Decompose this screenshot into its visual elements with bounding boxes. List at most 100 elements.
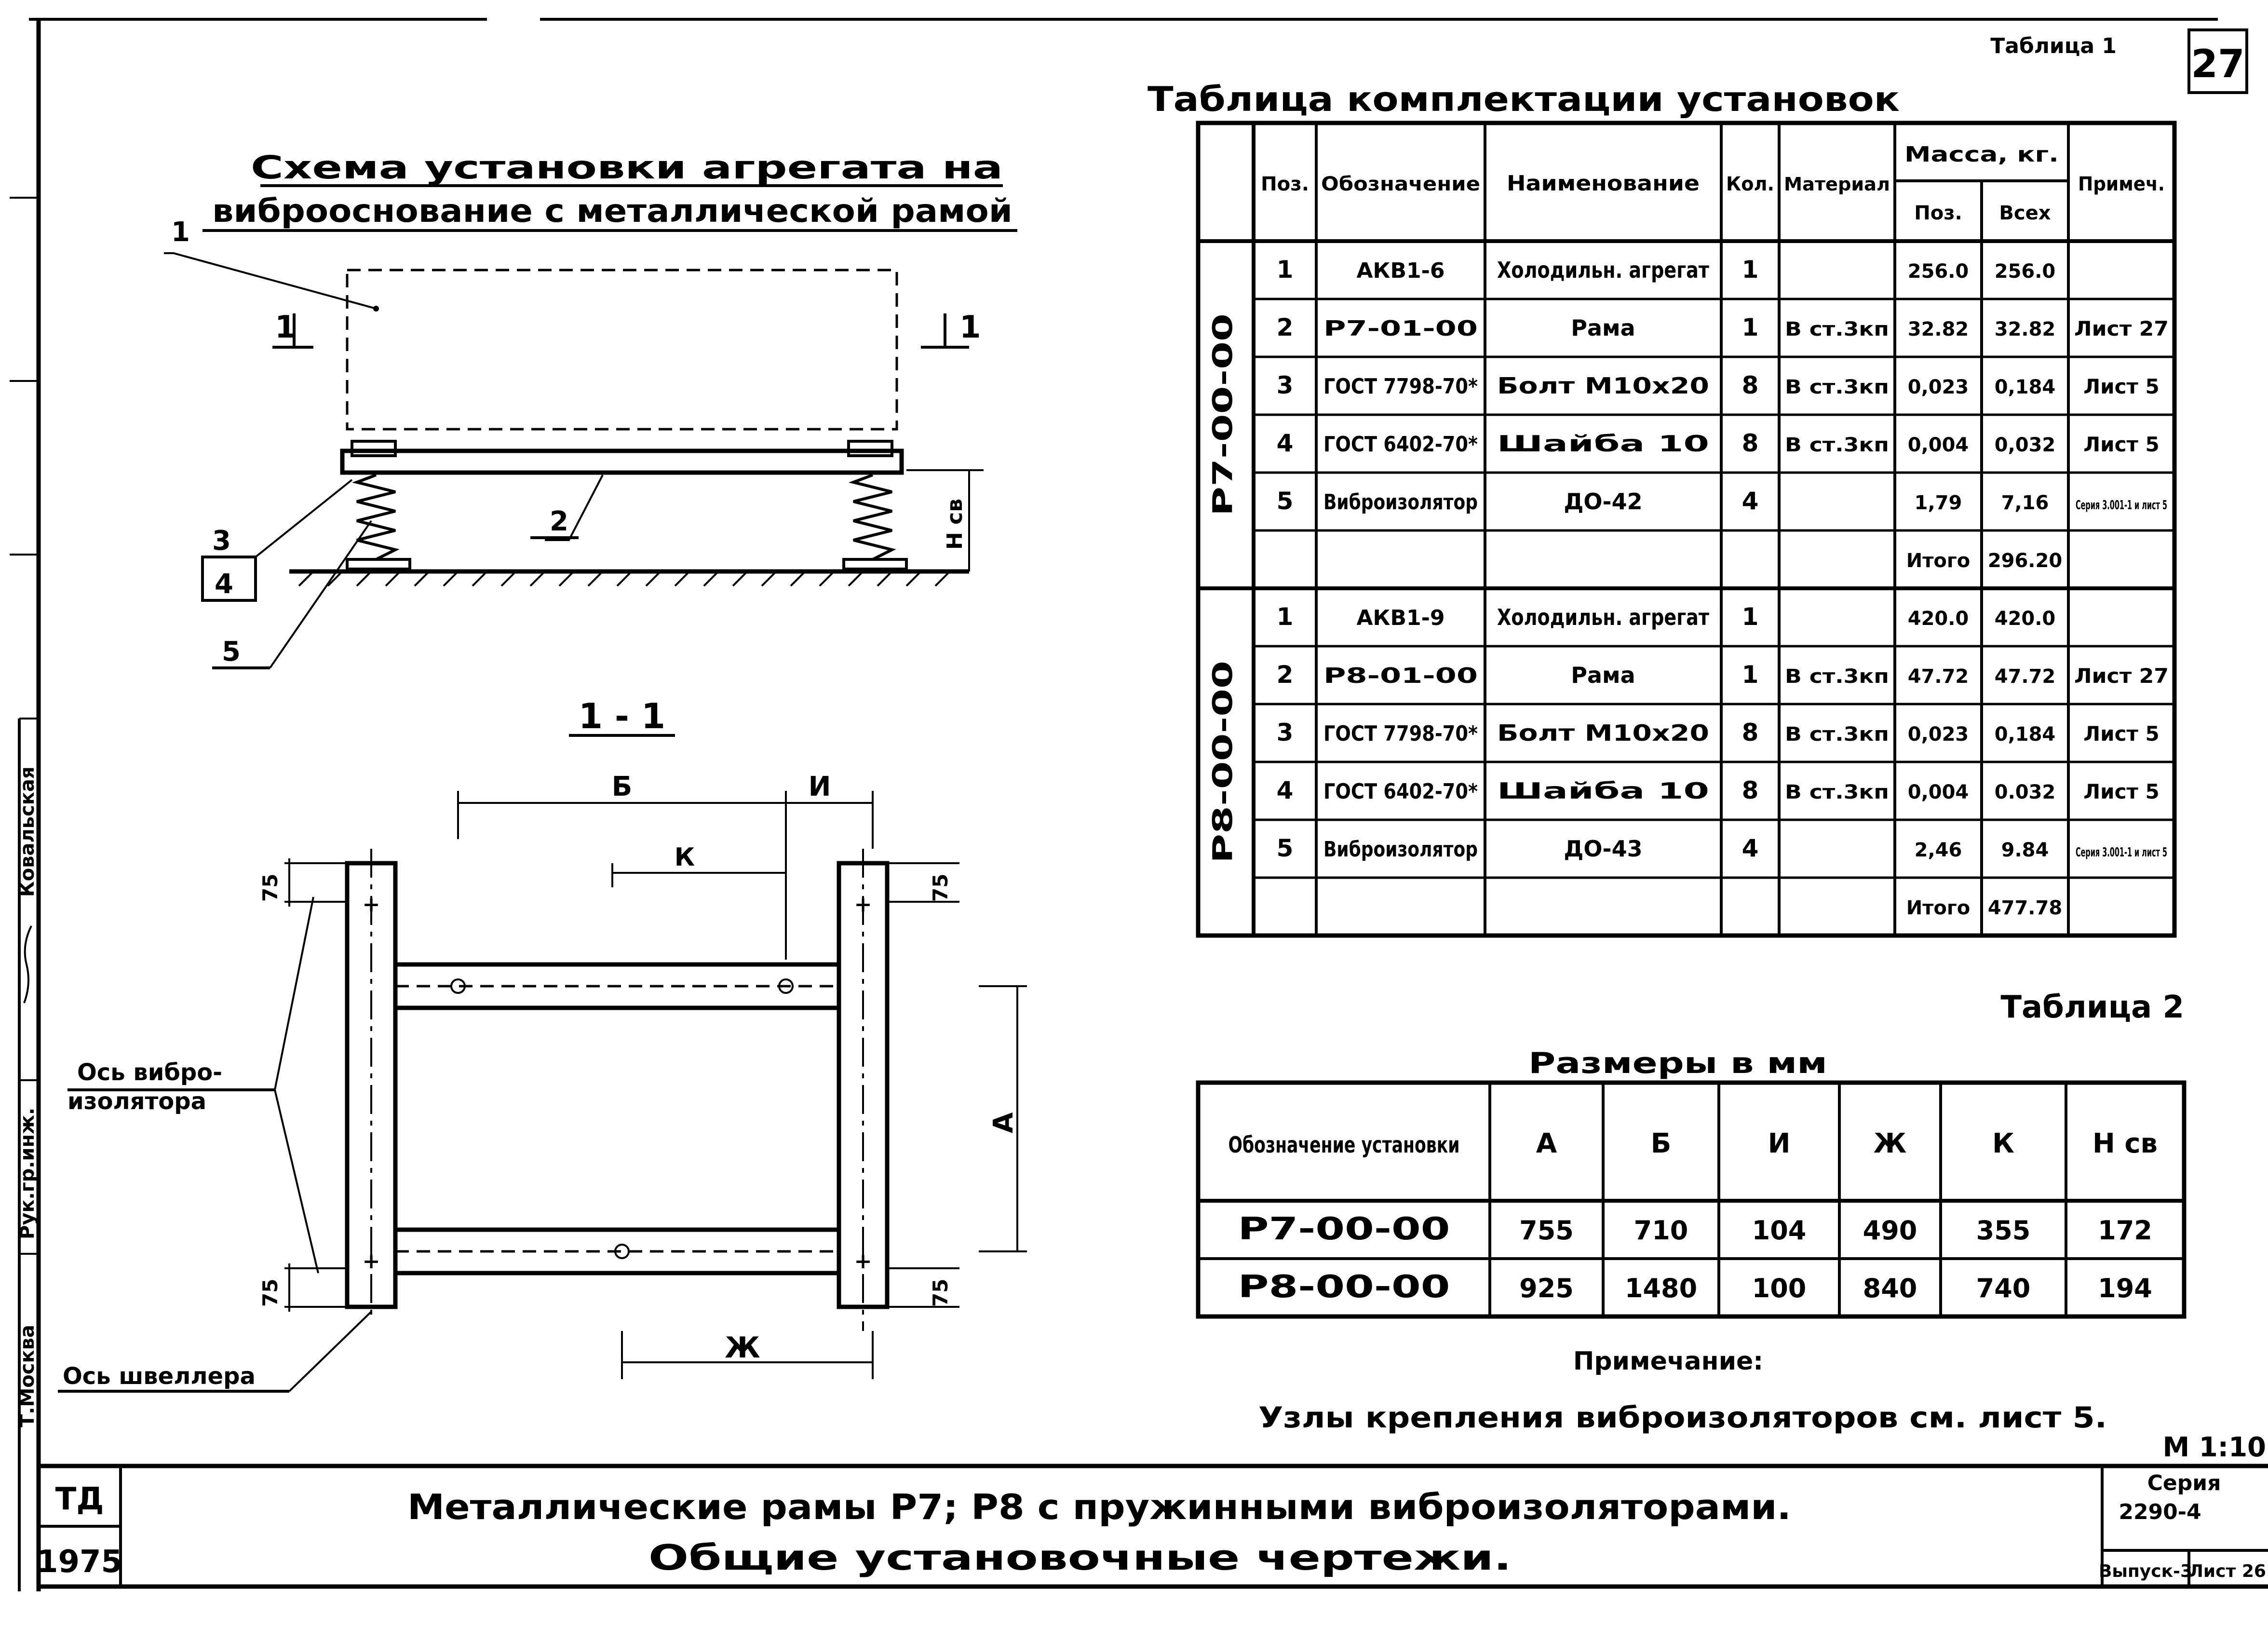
cell-material: В ст.3кп	[1785, 376, 1889, 398]
table1-title: Таблица комплектации установок	[1148, 80, 1900, 119]
table2-header-0: Обозначение установки	[1228, 1132, 1460, 1158]
cell-note: Лист 5	[2083, 722, 2159, 746]
cell-mass_pos: 256.0	[1908, 260, 1969, 283]
header-mass-pos: Поз.	[1914, 202, 1962, 224]
cell-pos: 5	[1277, 834, 1294, 862]
table2-cell: 100	[1752, 1273, 1807, 1303]
cell-qty: 4	[1742, 487, 1759, 515]
table2-cell: 710	[1634, 1215, 1688, 1246]
header-mass: Масса, кг.	[1904, 142, 2059, 167]
cell-pos: 5	[1277, 487, 1294, 515]
callout-1: 1	[171, 217, 190, 248]
table2-cell: Р7-00-00	[1238, 1211, 1450, 1247]
cell-mass_pos: 1,79	[1915, 492, 1962, 514]
table2-header-3: И	[1768, 1128, 1791, 1159]
cell-designation: ГОСТ 6402-70*	[1323, 432, 1478, 457]
table1-label: Таблица 1	[1990, 34, 2117, 58]
cell-qty: 8	[1742, 719, 1759, 746]
spring-right	[848, 474, 896, 561]
section-1-1: 1 - 1 Б И К + + + + 75 75	[58, 696, 1027, 1393]
cell-qty: 8	[1742, 429, 1759, 457]
cell-name: Рама	[1571, 315, 1635, 341]
cell-material: В ст.3кп	[1785, 318, 1889, 340]
svg-text:+: +	[854, 1249, 872, 1274]
table2-header-2: Б	[1651, 1128, 1672, 1159]
dim-75-bottom-right: 75	[929, 1279, 952, 1307]
cell-name: Шайба 10	[1497, 431, 1709, 457]
header-name: Наименование	[1507, 171, 1700, 196]
aggregate-outline	[346, 269, 898, 431]
table-2: Таблица 2 Размеры в мм Обозначение устан…	[1196, 990, 2187, 1319]
title-block-series-value: 2290-4	[2119, 1500, 2201, 1524]
cell-mass_pos: 2,46	[1915, 839, 1962, 861]
title-block-org: ТД	[55, 1481, 104, 1517]
note: Примечание: Узлы крепления виброизолятор…	[1258, 1347, 2107, 1435]
scale: М 1:10	[2162, 1432, 2266, 1463]
dim-a: А	[988, 1112, 1019, 1133]
dim-b: Б	[612, 771, 633, 802]
cell-qty: 1	[1742, 603, 1759, 631]
svg-text:+: +	[363, 892, 380, 917]
cell-designation: ГОСТ 7798-70*	[1323, 721, 1478, 746]
cell-mass_pos: Итого	[1906, 550, 1971, 572]
cell-qty: 4	[1742, 834, 1759, 862]
cell-qty: 8	[1742, 776, 1759, 804]
side-stamp-city: Т.Москва	[16, 1325, 39, 1427]
scheme-title-line2: виброоснование с металлической рамой	[212, 192, 1012, 230]
title-block-line2: Общие установочные чертежи.	[648, 1537, 1512, 1578]
cell-material: В ст.3кп	[1785, 723, 1889, 746]
cell-pos: 3	[1277, 371, 1294, 399]
table2-cell: Р8-00-00	[1238, 1269, 1450, 1305]
label-isolator-axis-line1: Ось вибро-	[77, 1059, 222, 1086]
cell-note: Серия 3.001-1 и лист 5	[2076, 498, 2167, 513]
section-title: 1 - 1	[579, 696, 665, 736]
dim-75-top-left: 75	[258, 874, 282, 902]
cell-pos: 2	[1277, 661, 1294, 689]
label-isolator-axis-line2: изолятора	[68, 1088, 206, 1115]
dim-zh: Ж	[725, 1331, 760, 1365]
cell-mass_pos: 0,023	[1908, 723, 1969, 746]
table2-header-6: H св	[2092, 1128, 2158, 1159]
title-block-year: 1975	[37, 1544, 122, 1580]
cell-material: В ст.3кп	[1785, 434, 1889, 456]
cell-qty: 8	[1742, 371, 1759, 399]
cell-material: В ст.3кп	[1785, 781, 1889, 803]
side-stamp-role: Рук.гр.инж.	[16, 1108, 39, 1239]
cell-name: ДО-43	[1564, 836, 1642, 862]
table2-header-1: А	[1536, 1128, 1557, 1159]
cell-name: Холодильн. агрегат	[1497, 604, 1709, 630]
cell-qty: 1	[1742, 313, 1759, 341]
cell-designation: АКВ1-9	[1356, 606, 1444, 630]
table-1: Таблица 1 Таблица комплектации установок…	[1148, 34, 2177, 938]
header-material: Материал	[1784, 174, 1890, 195]
signature	[23, 925, 32, 1004]
header-pos: Поз.	[1261, 173, 1309, 195]
cell-mass_pos: 32.82	[1908, 318, 1969, 340]
cell-material: В ст.3кп	[1785, 665, 1889, 688]
table2-cell: 194	[2098, 1273, 2152, 1303]
title-block-issue: Выпуск-3	[2099, 1561, 2192, 1581]
cell-name: Болт М10х20	[1497, 373, 1709, 399]
cell-name: Рама	[1571, 662, 1635, 688]
table2-label: Таблица 2	[2000, 990, 2184, 1025]
title-block-line1: Металлические рамы Р7; Р8 с пружинными в…	[407, 1487, 1791, 1527]
note-title: Примечание:	[1573, 1347, 1763, 1376]
header-note: Примеч.	[2078, 173, 2165, 195]
cell-mass_pos: 420.0	[1908, 608, 1969, 630]
callout-2: 2	[550, 506, 568, 537]
cell-mass_all: 0,184	[1995, 376, 2056, 398]
cell-mass_all: 47.72	[1995, 665, 2056, 688]
table2-header-4: Ж	[1874, 1128, 1907, 1159]
dim-k: К	[675, 843, 695, 872]
svg-text:+: +	[854, 892, 872, 917]
label-channel-axis: Ось швеллера	[63, 1363, 256, 1390]
table2-cell: 740	[1976, 1273, 2031, 1303]
cell-designation: ГОСТ 7798-70*	[1323, 374, 1478, 399]
header-qty: Кол.	[1726, 173, 1774, 195]
cell-designation: Виброизолятор	[1323, 490, 1478, 515]
installation-scheme: Схема установки агрегата на виброоснован…	[164, 149, 1017, 669]
cell-mass_all: 7,16	[2001, 492, 2049, 514]
scheme-title-line1: Схема установки агрегата на	[251, 149, 1003, 186]
cell-name: Болт М10х20	[1497, 720, 1709, 746]
